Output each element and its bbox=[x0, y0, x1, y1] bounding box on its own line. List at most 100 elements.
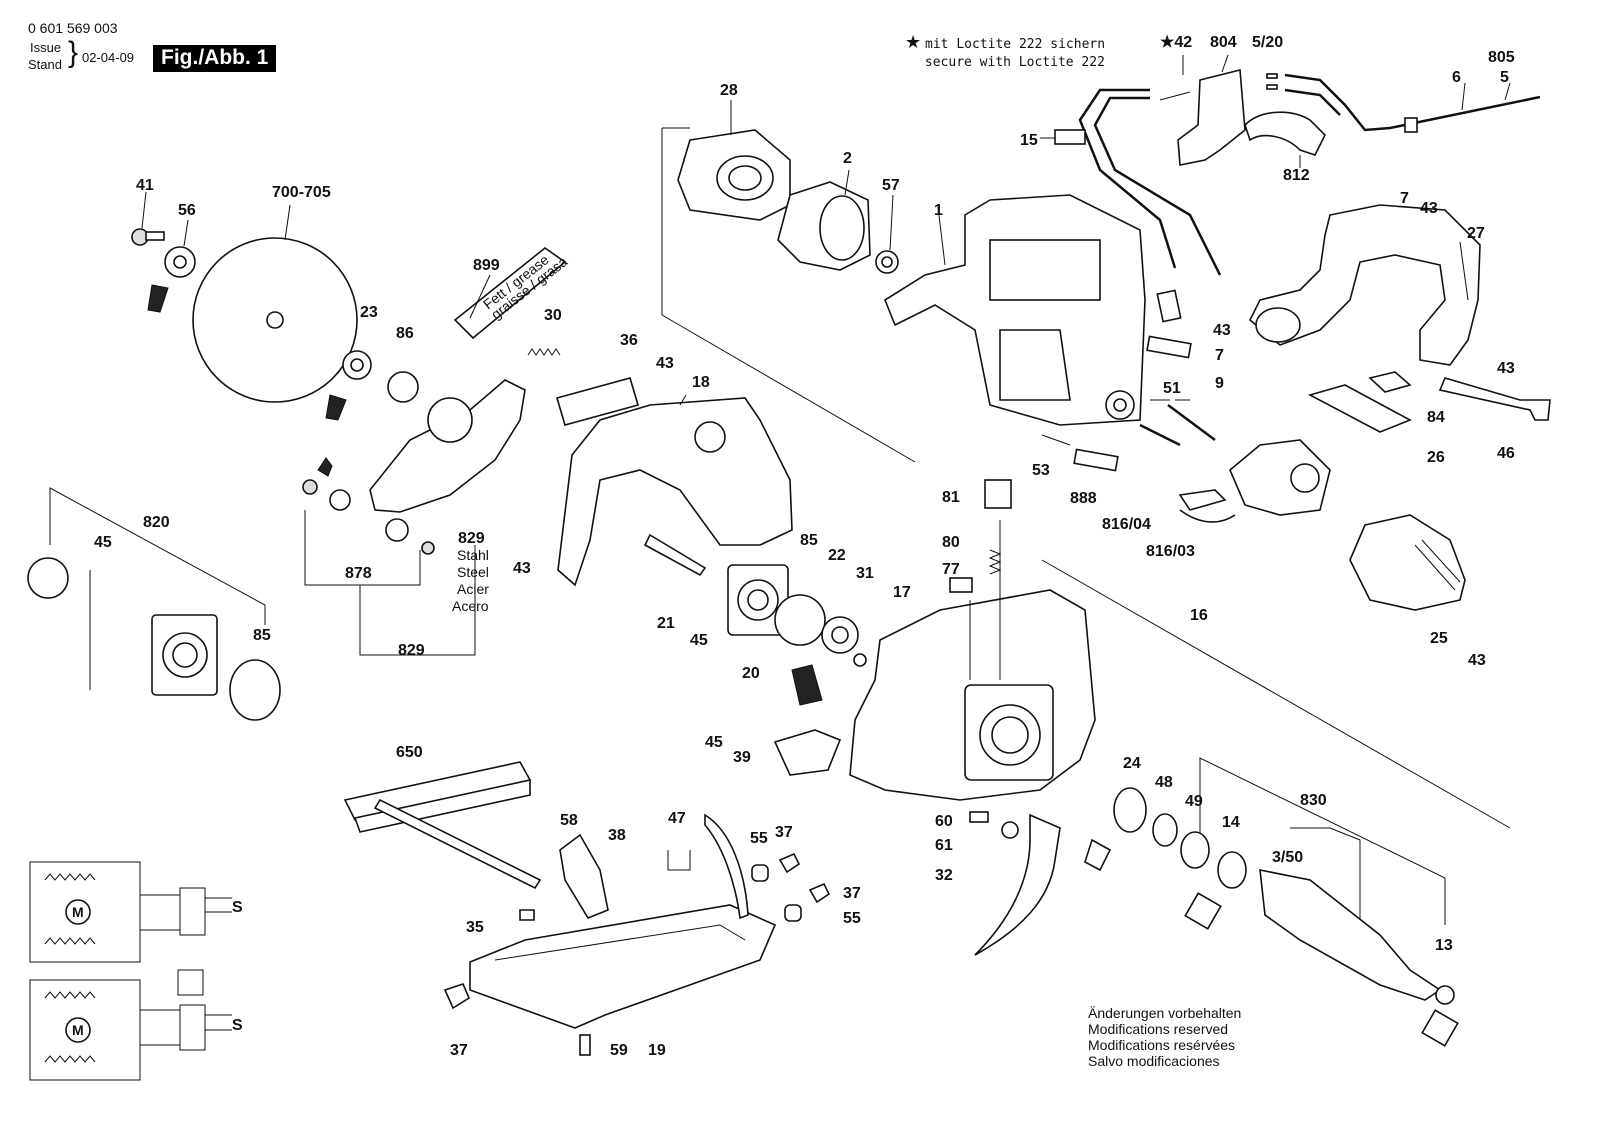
callout-829b: 829 bbox=[398, 642, 425, 659]
callout-45a: 45 bbox=[94, 534, 112, 551]
cover-84-26 bbox=[1307, 371, 1551, 433]
callout-43b: 43 bbox=[1213, 322, 1231, 339]
modifications-line-fr: Modifications resérvées bbox=[1088, 1037, 1236, 1053]
callout-805: 805 bbox=[1488, 49, 1515, 66]
base-plate-19 bbox=[469, 904, 777, 1029]
star-icon: ★ bbox=[905, 32, 922, 52]
label-36 bbox=[556, 377, 639, 426]
callout-31: 31 bbox=[856, 565, 874, 582]
callout-60: 60 bbox=[935, 813, 953, 830]
callout-3-50: 3/50 bbox=[1272, 849, 1303, 866]
callout-59: 59 bbox=[610, 1042, 628, 1059]
callout-61: 61 bbox=[935, 837, 953, 854]
callout-42: ★42 bbox=[1160, 34, 1192, 51]
callout-878: 878 bbox=[345, 565, 372, 582]
callout-24: 24 bbox=[1123, 755, 1141, 772]
upper-guard-18 bbox=[557, 394, 793, 587]
callout-899: 899 bbox=[473, 257, 500, 274]
material-es: Acero bbox=[452, 598, 489, 614]
callout-51: 51 bbox=[1163, 380, 1181, 397]
loctite-note: ★ mit Loctite 222 sichern secure with Lo… bbox=[905, 32, 1106, 71]
callout-58: 58 bbox=[560, 812, 578, 829]
callout-22: 22 bbox=[828, 547, 846, 564]
callout-43c: 43 bbox=[1497, 360, 1515, 377]
callout-17: 17 bbox=[893, 584, 911, 601]
blade-guide-39 bbox=[773, 729, 842, 776]
callout-6: 6 bbox=[1452, 69, 1461, 86]
callout-49: 49 bbox=[1185, 793, 1203, 810]
pivot-parts-878 bbox=[302, 479, 435, 555]
material-829-text: Stahl Steel Acier Acero bbox=[452, 547, 489, 614]
wiring-diagram-1: M S bbox=[29, 861, 243, 963]
callout-labels: 28 2 57 1 ★42 804 5/20 805 6 5 15 812 7 … bbox=[94, 34, 1515, 1059]
callout-829a: 829 bbox=[458, 530, 485, 547]
callout-700-705: 700-705 bbox=[272, 184, 331, 201]
callout-19: 19 bbox=[648, 1042, 666, 1059]
callout-47: 47 bbox=[668, 810, 686, 827]
callout-23: 23 bbox=[360, 304, 378, 321]
callout-32: 32 bbox=[935, 867, 953, 884]
ring-85-gear-22 bbox=[774, 594, 867, 706]
material-fr: Acier bbox=[457, 581, 489, 597]
callout-18: 18 bbox=[692, 374, 710, 391]
callout-37b: 37 bbox=[843, 885, 861, 902]
screw-41 bbox=[131, 191, 165, 246]
svg-text:M: M bbox=[72, 904, 84, 920]
callout-804: 804 bbox=[1210, 34, 1237, 51]
riving-knife-32 bbox=[969, 811, 1061, 956]
callout-55b: 55 bbox=[843, 910, 861, 927]
spring-30 bbox=[527, 348, 561, 356]
gear-housing-17 bbox=[849, 589, 1096, 801]
power-cable-5-6 bbox=[1284, 73, 1541, 133]
modifications-line-de: Änderungen vorbehalten bbox=[1088, 1005, 1242, 1021]
callout-1: 1 bbox=[934, 202, 943, 219]
lock-button-81-spring-80 bbox=[949, 479, 1012, 680]
callout-84: 84 bbox=[1427, 409, 1445, 426]
spindle-21 bbox=[643, 533, 707, 577]
callout-36: 36 bbox=[620, 332, 638, 349]
callout-27: 27 bbox=[1467, 225, 1485, 242]
callout-38: 38 bbox=[608, 827, 626, 844]
brace-glyph: } bbox=[68, 36, 79, 69]
modifications-note: Änderungen vorbehalten Modifications res… bbox=[1088, 1005, 1241, 1069]
callout-37c: 37 bbox=[450, 1042, 468, 1059]
callout-25: 25 bbox=[1430, 630, 1448, 647]
callout-888: 888 bbox=[1070, 490, 1097, 507]
callout-41: 41 bbox=[136, 177, 154, 194]
callout-77: 77 bbox=[942, 561, 960, 578]
callout-20: 20 bbox=[742, 665, 760, 682]
saw-blade-700-705 bbox=[192, 204, 358, 403]
depth-scale-58 bbox=[559, 833, 609, 919]
callout-14: 14 bbox=[1222, 814, 1240, 831]
handle-27 bbox=[1249, 204, 1481, 366]
wiring-diagram-2: M S bbox=[29, 969, 243, 1081]
callout-39: 39 bbox=[733, 749, 751, 766]
bearing-plate-20 bbox=[727, 564, 789, 636]
callout-28: 28 bbox=[720, 82, 738, 99]
callout-820: 820 bbox=[143, 514, 170, 531]
wiring-terminal-s1: S bbox=[232, 899, 243, 916]
callout-80: 80 bbox=[942, 534, 960, 551]
modifications-line-en: Modifications reserved bbox=[1088, 1021, 1229, 1037]
field-coil-2 bbox=[777, 169, 871, 271]
issue-date: 02-04-09 bbox=[82, 50, 135, 65]
loctite-line-en: secure with Loctite 222 bbox=[924, 55, 1105, 70]
material-de: Stahl bbox=[457, 547, 489, 563]
callout-45c: 45 bbox=[705, 734, 723, 751]
loctite-line-de: mit Loctite 222 sichern bbox=[925, 37, 1106, 52]
brush-holder-816 bbox=[1178, 439, 1331, 523]
callout-21: 21 bbox=[657, 615, 675, 632]
callout-2: 2 bbox=[843, 150, 852, 167]
brush-holder-28 bbox=[677, 100, 791, 221]
callout-55a: 55 bbox=[750, 830, 768, 847]
callout-16: 16 bbox=[1190, 607, 1208, 624]
issue-label: Issue bbox=[30, 40, 62, 55]
material-en: Steel bbox=[457, 564, 489, 580]
callout-26: 26 bbox=[1427, 449, 1445, 466]
motor-cover-25 bbox=[1349, 514, 1466, 611]
bearing-flange-820 bbox=[27, 487, 281, 721]
lower-guard-829 bbox=[317, 379, 526, 513]
wing-knobs-37-55 bbox=[443, 852, 831, 1056]
parallel-guide-650 bbox=[343, 761, 542, 890]
switch-804 bbox=[1159, 54, 1278, 166]
